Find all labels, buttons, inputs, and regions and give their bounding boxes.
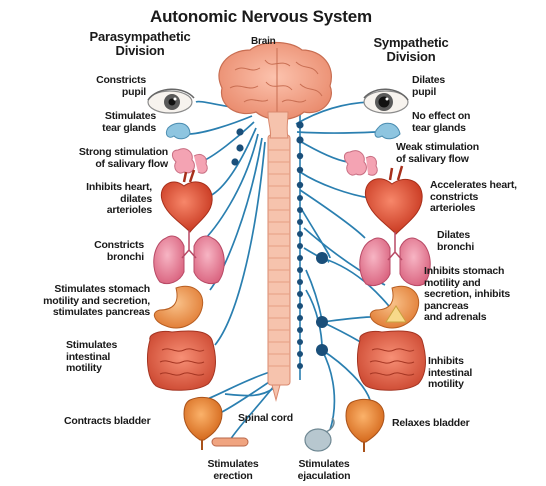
- label-line: arterioles: [60, 205, 152, 217]
- eye-icon: [364, 89, 408, 113]
- label-line: ejaculation: [284, 471, 364, 483]
- brain-icon: [219, 43, 331, 139]
- label-line: Weak stimulation: [396, 142, 522, 154]
- right-tear-label: No effect on tear glands: [412, 111, 512, 134]
- label-line: Dilates: [437, 230, 517, 242]
- intestine-icon: [358, 331, 426, 390]
- right-intestine-label: Inhibits intestinal motility: [428, 356, 508, 391]
- spinal-cord-label: Spinal cord: [238, 413, 293, 425]
- label-line: Stimulates stomach: [4, 284, 150, 296]
- label-line: motility: [428, 379, 508, 391]
- label-line: arterioles: [430, 203, 542, 215]
- left-heart-label: Inhibits heart, dilates arterioles: [60, 182, 152, 217]
- label-line: Accelerates heart,: [430, 180, 542, 192]
- salivary-gland-icon: [344, 151, 377, 176]
- lungs-icon: [360, 232, 431, 286]
- label-line: of salivary flow: [46, 159, 168, 171]
- stomach-icon: [154, 286, 202, 328]
- left-pupil-label: Constricts pupil: [70, 75, 146, 98]
- parasympathetic-ganglia: [231, 128, 243, 165]
- label-line: motility: [66, 363, 146, 375]
- erection-label: Stimulates erection: [196, 459, 270, 482]
- salivary-gland-icon: [172, 149, 207, 174]
- heart-icon: [161, 170, 212, 232]
- lungs-icon: [154, 230, 225, 284]
- label-line: Inhibits: [428, 356, 508, 368]
- testis-icon: [305, 418, 334, 451]
- label-line: Strong stimulation: [46, 147, 168, 159]
- left-bladder-label: Contracts bladder: [64, 416, 150, 428]
- label-line: of salivary flow: [396, 154, 522, 166]
- tear-gland-icon: [166, 123, 190, 139]
- tear-gland-icon: [375, 123, 400, 139]
- sympathetic-heading-line1: Sympathetic: [356, 36, 466, 50]
- left-stomach-label: Stimulates stomach motility and secretio…: [4, 284, 150, 319]
- label-line: Inhibits stomach: [424, 266, 542, 278]
- label-line: and adrenals: [424, 312, 542, 324]
- spinal-cord: [268, 135, 290, 400]
- label-line: bronchi: [60, 252, 144, 264]
- label-line: tear glands: [62, 123, 156, 135]
- sympathetic-heading-line2: Division: [356, 50, 466, 64]
- label-line: pupil: [412, 87, 492, 99]
- right-bronchi-label: Dilates bronchi: [437, 230, 517, 253]
- superior-mesenteric-ganglion: [316, 316, 328, 328]
- sympathetic-heading: Sympathetic Division: [356, 36, 466, 64]
- left-saliva-label: Strong stimulation of salivary flow: [46, 147, 168, 170]
- left-intestine-label: Stimulates intestinal motility: [66, 340, 146, 375]
- left-tear-label: Stimulates tear glands: [62, 111, 156, 134]
- heart-icon: [365, 166, 422, 234]
- penis-icon: [212, 438, 248, 446]
- label-line: Stimulates: [284, 459, 364, 471]
- right-heart-label: Accelerates heart, constricts arterioles: [430, 180, 542, 215]
- bladder-icon: [346, 399, 384, 452]
- label-line: pupil: [70, 87, 146, 99]
- right-bladder-label: Relaxes bladder: [392, 418, 470, 430]
- label-line: erection: [196, 471, 270, 483]
- label-line: tear glands: [412, 123, 512, 135]
- label-line: Inhibits heart,: [60, 182, 152, 194]
- right-saliva-label: Weak stimulation of salivary flow: [396, 142, 522, 165]
- intestine-icon: [148, 331, 216, 390]
- left-bronchi-label: Constricts bronchi: [60, 240, 144, 263]
- parasympathetic-heading-line2: Division: [60, 44, 220, 58]
- label-line: Stimulates: [66, 340, 146, 352]
- label-line: Stimulates: [196, 459, 270, 471]
- parasympathetic-heading-line1: Parasympathetic: [60, 30, 220, 44]
- label-line: Dilates: [412, 75, 492, 87]
- label-line: bronchi: [437, 242, 517, 254]
- label-line: secretion, inhibits: [424, 289, 542, 301]
- brain-label: Brain: [251, 36, 276, 48]
- label-line: No effect on: [412, 111, 512, 123]
- label-line: Constricts: [70, 75, 146, 87]
- label-line: Constricts: [60, 240, 144, 252]
- inferior-mesenteric-ganglion: [316, 344, 328, 356]
- right-pupil-label: Dilates pupil: [412, 75, 492, 98]
- parasympathetic-heading: Parasympathetic Division: [60, 30, 220, 58]
- celiac-ganglion: [316, 252, 328, 264]
- diagram-title: Autonomic Nervous System: [150, 7, 372, 26]
- right-stomach-label: Inhibits stomach motility and secretion,…: [424, 266, 542, 324]
- ejaculation-label: Stimulates ejaculation: [284, 459, 364, 482]
- label-line: stimulates pancreas: [4, 307, 150, 319]
- label-line: Stimulates: [62, 111, 156, 123]
